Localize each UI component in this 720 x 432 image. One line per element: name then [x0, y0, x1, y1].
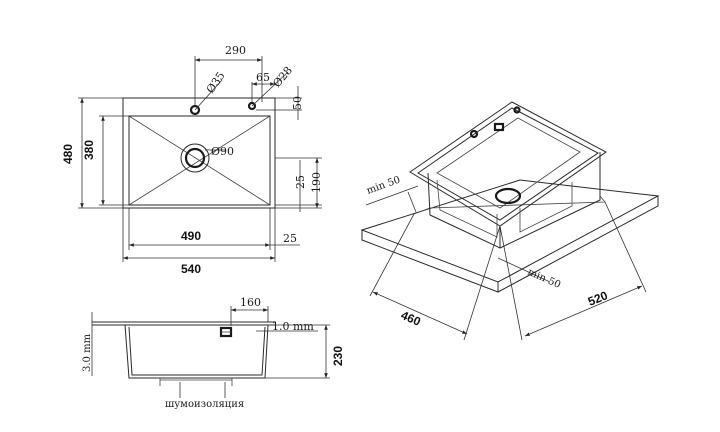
bowl-profile: [124, 324, 269, 379]
dim-hole-front: 50: [291, 96, 304, 110]
iso-tap-hole: [469, 129, 479, 139]
dim-bowl-width: 490: [181, 229, 201, 243]
label-tap-diameter: Ø35: [204, 69, 228, 95]
iso-drain: [494, 187, 522, 205]
label-accessory-diameter: Ø28: [270, 64, 295, 90]
label-drain-diameter: Ø90: [211, 145, 234, 158]
dim-drain-offset: 160: [240, 296, 261, 309]
dim-cutout-width: 520: [586, 288, 610, 309]
dim-drain-small: 25: [294, 175, 307, 189]
top-view: 290 65 Ø35 Ø28 50 Ø90 25 190 480: [61, 44, 323, 276]
dim-bowl-depth: 380: [82, 140, 96, 160]
drain-outer: [180, 143, 210, 173]
dim-min-front: min 50: [526, 267, 562, 291]
iso-accessory-hole: [513, 106, 521, 114]
side-view: 160 1.0 mm 3.0 mm 230 шумоизоляция: [82, 296, 345, 410]
dim-rim-thickness: 1.0 mm: [272, 320, 314, 333]
drain-inner: [184, 147, 206, 169]
iso-overflow: [493, 122, 505, 132]
sink-rim: [409, 101, 607, 227]
label-insulation: шумоизоляция: [165, 399, 244, 410]
dim-bowl-side: 25: [283, 232, 297, 245]
countertop: [360, 179, 660, 283]
dim-overall-depth: 480: [61, 144, 75, 164]
bowl-outline: [128, 115, 271, 206]
dim-depth: 230: [331, 346, 345, 366]
sink-outline: [122, 97, 276, 209]
dim-wall-thickness: 3.0 mm: [82, 333, 93, 372]
dim-accessory-offset: 65: [256, 71, 270, 84]
accessory-hole: [247, 101, 257, 111]
dim-tap-spacing: 290: [225, 44, 246, 57]
iso-view: min 50 min 50 460 520: [360, 101, 660, 341]
dim-overall-width: 540: [181, 262, 201, 276]
dim-cutout-depth: 460: [399, 308, 423, 329]
dim-drain-depth: 190: [310, 172, 323, 193]
